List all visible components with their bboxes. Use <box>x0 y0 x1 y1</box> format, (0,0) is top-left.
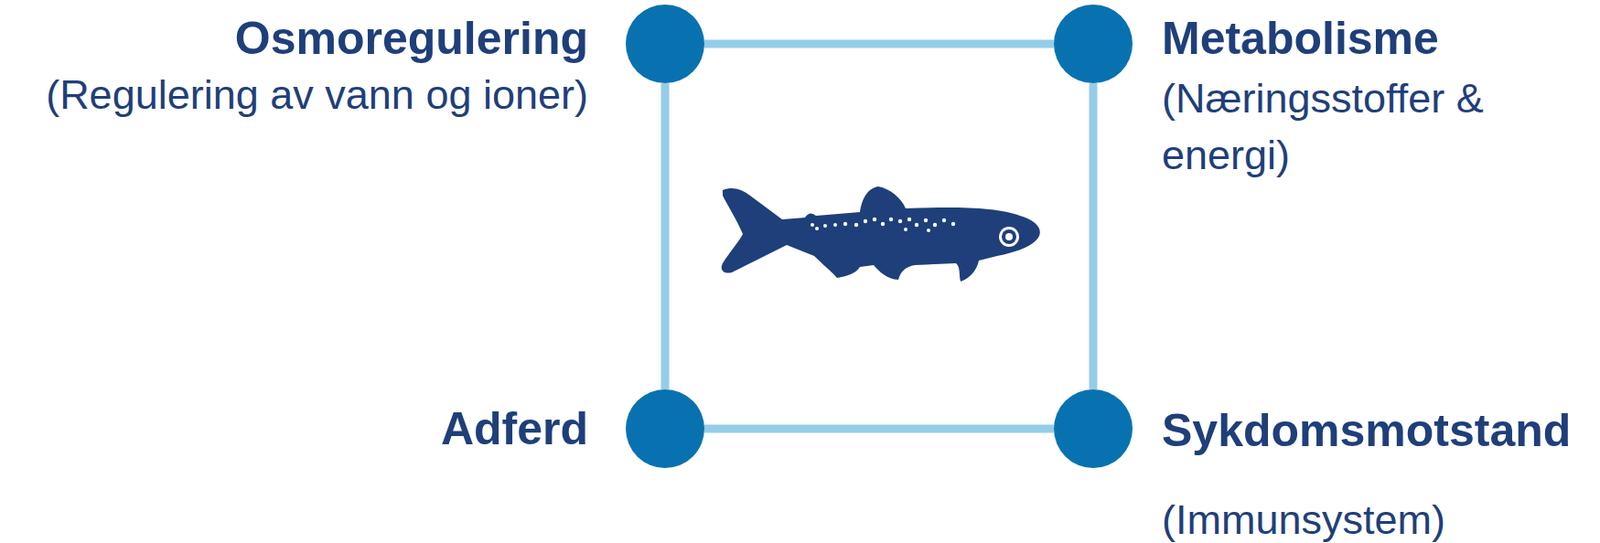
node-subtitle: (Immunsystem) <box>1161 492 1600 543</box>
node-label: Osmoregulering(Regulering av vann og ion… <box>2 13 589 124</box>
node-label: Sykdomsmotstand (Immunsystem) <box>1161 406 1600 543</box>
fish-spot <box>880 222 885 226</box>
node-circle: Adferd <box>625 389 705 469</box>
node-heading: Adferd <box>2 404 589 454</box>
fish-spot <box>889 217 893 222</box>
node-label: Metabolisme (Næringsstoffer & energi) <box>1161 13 1565 184</box>
node-circle: Metabolisme(Næringsstoffer & energi) <box>1053 4 1133 84</box>
fish-spot <box>863 219 868 224</box>
node-subtitle: (Næringsstoffer & energi) <box>1161 70 1565 184</box>
fish-spot <box>815 226 819 231</box>
fish-spot <box>872 217 877 222</box>
connector-line <box>1089 83 1098 390</box>
connector-line <box>704 40 1054 49</box>
fish-spot <box>923 218 928 223</box>
node-subtitle: (Regulering av vann og ioner) <box>2 66 589 124</box>
fish-body <box>721 186 1041 282</box>
fish-spots <box>810 217 956 233</box>
fish-spot <box>933 223 937 227</box>
fish-pupil <box>1005 233 1013 241</box>
fish-spot <box>843 222 848 226</box>
node-heading: Osmoregulering <box>2 13 589 64</box>
fish-spot <box>810 223 815 227</box>
fish-spot <box>833 223 838 227</box>
fish-spot <box>823 224 827 228</box>
node-label: Adferd <box>2 404 589 454</box>
connector-line <box>661 83 670 390</box>
node-heading: Metabolisme <box>1161 13 1565 64</box>
fish-spot <box>854 223 859 227</box>
fish-spot <box>903 227 908 232</box>
fish-spot <box>926 228 931 233</box>
fish-spot <box>898 219 903 224</box>
fish-spot <box>907 217 912 222</box>
node-circle: Sykdomsmotstand(Immunsystem) <box>1053 389 1133 469</box>
connector-line <box>704 425 1054 434</box>
fish-spot <box>951 222 956 226</box>
node-heading: Sykdomsmotstand <box>1161 406 1600 456</box>
fish-eye-ring <box>1001 229 1017 245</box>
fish-spot <box>942 218 946 223</box>
fish-spot <box>914 223 919 227</box>
fish-eye <box>998 226 1020 247</box>
node-circle: Osmoregulering(Regulering av vann og ion… <box>625 4 705 84</box>
